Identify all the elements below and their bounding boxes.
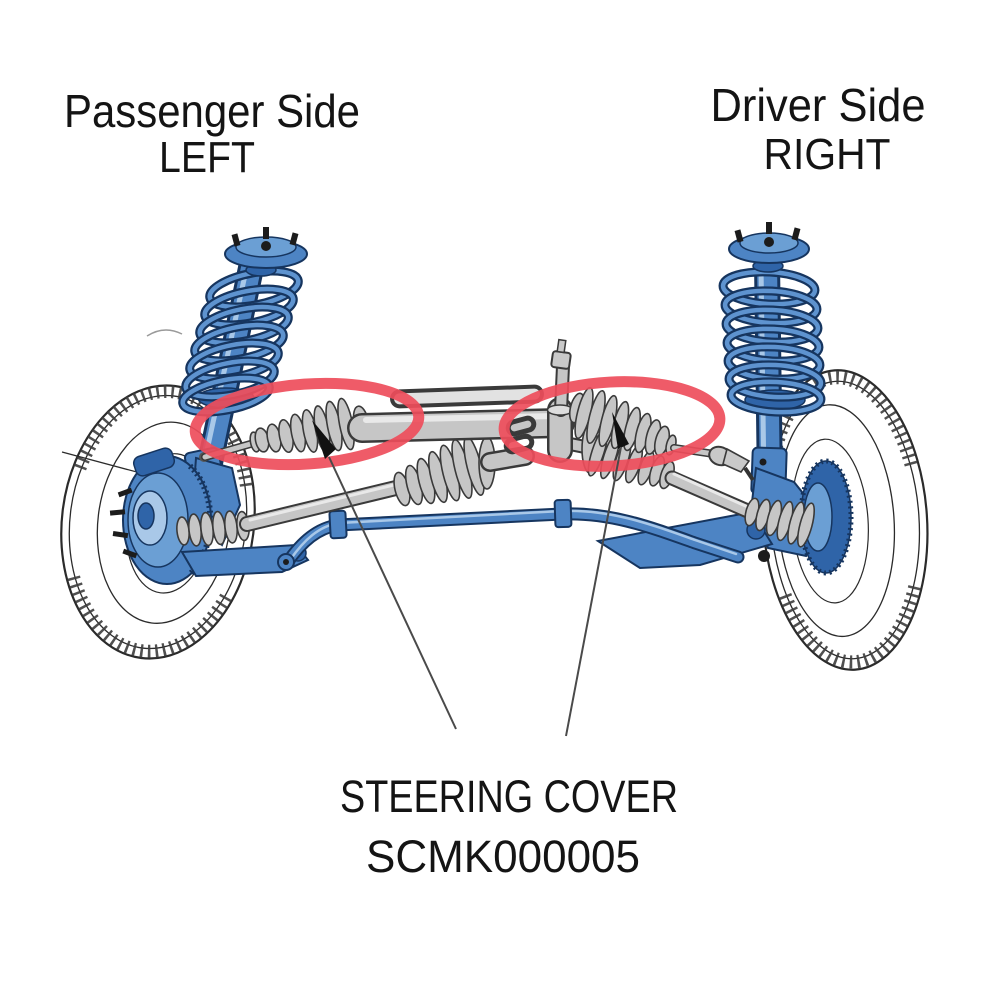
leader-line-right — [565, 446, 622, 737]
wheel-stud — [112, 531, 129, 539]
mount-stud — [263, 227, 269, 239]
arrow-left — [312, 420, 336, 459]
strut-mount-left — [224, 227, 308, 269]
label-part-number: SCMK000005 — [366, 831, 640, 882]
label-passenger-side: Passenger Side — [64, 85, 360, 137]
mount-stud — [734, 229, 744, 243]
steering-boot-right — [568, 386, 677, 457]
strut-right — [718, 222, 826, 501]
steering-pinion — [503, 338, 574, 463]
steering-shaft-ujoint — [550, 350, 572, 370]
wheel-stud — [109, 509, 126, 516]
callout-right — [565, 412, 629, 737]
cv-axle-right — [558, 424, 816, 548]
strut-mount-right — [728, 222, 810, 264]
label-steering-cover: STEERING COVER — [340, 771, 678, 822]
label-driver-side: Driver Side — [711, 79, 926, 131]
sway-bar-clamp — [328, 509, 348, 540]
cv-boot-outer-right — [744, 497, 816, 548]
mount-stud — [791, 227, 801, 241]
sway-bar — [277, 498, 745, 571]
cv-boot-inner-left — [393, 436, 485, 507]
mount-stud — [289, 232, 299, 246]
steering-rack — [199, 338, 755, 482]
sketch-mark — [146, 329, 183, 337]
callout-left — [312, 420, 457, 730]
mount-stud — [766, 222, 772, 234]
leader-line-left — [328, 456, 457, 730]
wheel-stud — [117, 487, 133, 498]
label-left: LEFT — [159, 133, 255, 182]
sway-bar-clamp — [553, 498, 573, 529]
coil-spring-right — [718, 267, 826, 417]
highlight-oval-right — [498, 376, 726, 472]
cv-axle-left — [176, 436, 535, 547]
label-right: RIGHT — [764, 130, 891, 179]
tire-tread-bottom — [67, 575, 233, 658]
ball-joint-right — [758, 550, 770, 562]
brake-caliper-left — [132, 447, 176, 477]
highlight-oval-left — [189, 377, 425, 471]
arrow-right — [612, 412, 629, 449]
wheel-stud — [122, 548, 138, 559]
mount-stud — [231, 233, 241, 247]
